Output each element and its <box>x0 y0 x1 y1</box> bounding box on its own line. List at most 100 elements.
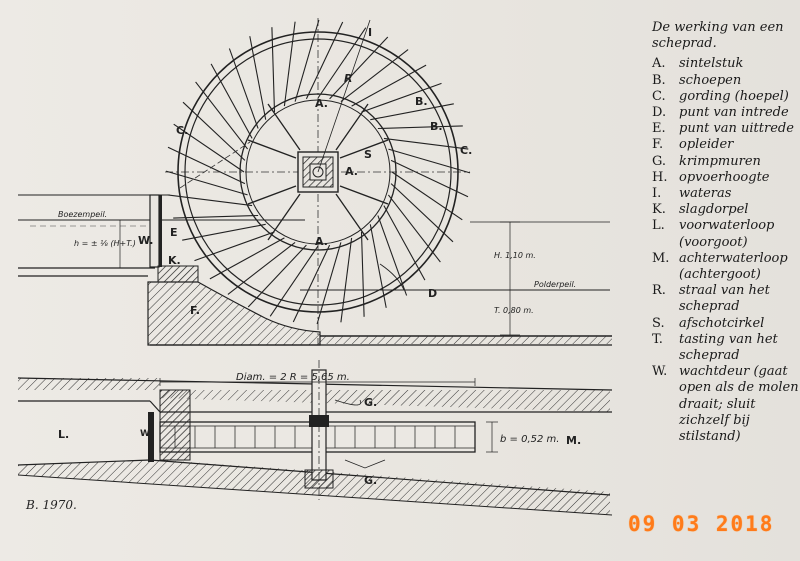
label-F: F. <box>190 304 200 317</box>
label-R: R <box>344 72 352 85</box>
date-stamp: 09 03 2018 <box>628 512 775 536</box>
legend-item-letter: A. <box>652 56 666 72</box>
paddle <box>360 231 365 317</box>
legend-item: S. afschotcirkel <box>652 316 800 332</box>
paddle <box>340 237 353 323</box>
paddle <box>195 81 249 150</box>
label-C-right: C. <box>460 144 472 157</box>
paddle <box>388 148 471 174</box>
legend-item-letter: H. <box>652 169 668 185</box>
paddle <box>173 123 245 173</box>
label-W: W. <box>138 234 153 247</box>
signature: B. 1970. <box>26 498 77 512</box>
legend-item: G. krimpmuren <box>652 154 800 170</box>
paddle <box>390 183 454 243</box>
label-W-plan: W. <box>140 429 153 439</box>
legend-item-text: punt van intrede <box>679 105 789 121</box>
paddle <box>209 237 285 280</box>
wheel-rim-inner <box>184 38 452 306</box>
label-E: E <box>170 226 178 239</box>
paddle <box>283 21 296 107</box>
label-S: S <box>364 148 372 161</box>
paddle <box>167 146 246 185</box>
paddle <box>370 103 454 121</box>
legend-item-letter: E. <box>652 121 666 137</box>
legend-item-text: sintelstuk <box>679 56 744 72</box>
legend-item-letter: D. <box>652 105 667 121</box>
legend-item-text: wateras <box>679 186 732 202</box>
paddle <box>249 36 267 120</box>
paddle <box>351 64 427 107</box>
paddle <box>292 244 331 323</box>
legend-item-letter: R. <box>652 283 666 299</box>
paddle <box>391 171 463 221</box>
label-G-top: G. <box>364 396 377 409</box>
legend-item-text: schoepen <box>679 72 742 88</box>
legend-item: D. punt van intrede <box>652 105 800 121</box>
legend-item-text: slagdorpel <box>679 202 749 218</box>
wheel-rim-outer <box>177 31 459 313</box>
spokes <box>247 103 389 241</box>
plan-view: Diam. = 2 R = 5,65 m. b = 0,52 m. L. W. … <box>17 360 613 516</box>
legend-item: B. schoepen <box>652 73 800 89</box>
paddle <box>227 241 296 295</box>
legend-item: T.tasting van het scheprad <box>652 332 800 364</box>
paddle <box>182 101 246 161</box>
paddle <box>329 36 389 100</box>
paddle <box>383 137 469 150</box>
legend-item-letter: S. <box>652 315 665 331</box>
legend-item-text: krimpmuren <box>679 153 761 169</box>
waterwheel-drawing: A. A. A. B. B. C. C. D E F. I K. R S W. … <box>17 18 613 516</box>
opleider <box>147 281 321 346</box>
paddle <box>387 194 441 263</box>
legend-item-text: punt van uittrede <box>679 121 794 137</box>
legend-item: I.wateras <box>652 186 800 202</box>
legend-item: E. punt van uittrede <box>652 121 800 137</box>
paddle <box>377 215 408 296</box>
legend-item-text: gording (hoepel) <box>679 88 789 104</box>
paddle <box>305 21 344 100</box>
legend-item: K. slagdorpel <box>652 202 800 218</box>
legend-item: H.opvoerhoogte <box>652 170 800 186</box>
legend-item: F. opleider <box>652 137 800 153</box>
legend: De werking van een scheprad. A.sintelstu… <box>652 20 800 445</box>
paddles <box>165 19 471 325</box>
paddle <box>383 205 426 281</box>
legend-item: R.straal van het scheprad <box>652 283 800 315</box>
legend-item-text: opleider <box>679 137 734 153</box>
paddle <box>294 19 320 102</box>
legend-item-text: voorwaterloop (voorgoot) <box>679 218 775 250</box>
legend-item-letter: B. <box>652 72 666 88</box>
paddle <box>247 244 307 308</box>
legend-item: A. sintelstuk <box>652 56 800 72</box>
legend-item-letter: K. <box>652 202 666 218</box>
paddle <box>317 27 367 99</box>
paddle <box>271 27 276 113</box>
legend-item-text: tasting van het scheprad <box>679 331 778 364</box>
label-K: K. <box>168 254 181 267</box>
label-B-2: B. <box>430 120 443 133</box>
label-A-right: A. <box>345 165 358 178</box>
label-D: D <box>428 287 437 300</box>
legend-item: W.wachtdeur (gaat open als de molen draa… <box>652 364 800 445</box>
label-A-top: A. <box>315 97 328 110</box>
legend-item: L.voorwaterloop (voorgoot) <box>652 218 800 250</box>
paddle <box>165 170 248 196</box>
paddle <box>377 125 463 130</box>
polderpeil-label: Polderpeil. <box>534 280 576 289</box>
legend-item-text: achterwaterloop (achtergoot) <box>679 250 788 283</box>
legend-item-text: afschotcirkel <box>679 315 765 331</box>
paddle <box>210 63 253 139</box>
legend-item-letter: G. <box>652 153 667 169</box>
label-M: M. <box>566 434 581 447</box>
paddle <box>182 223 266 241</box>
paddle <box>173 214 259 219</box>
legend-item-text: wachtdeur (gaat open als de molen draait… <box>679 364 799 445</box>
label-L: L. <box>58 428 69 441</box>
legend-item-letter: F. <box>652 137 664 153</box>
h-formula-label: h = ± ⅛ (H+T.) <box>74 239 136 248</box>
label-A-bottom: A. <box>315 235 328 248</box>
paddle <box>167 194 253 207</box>
label-G-bottom: G. <box>364 474 377 487</box>
